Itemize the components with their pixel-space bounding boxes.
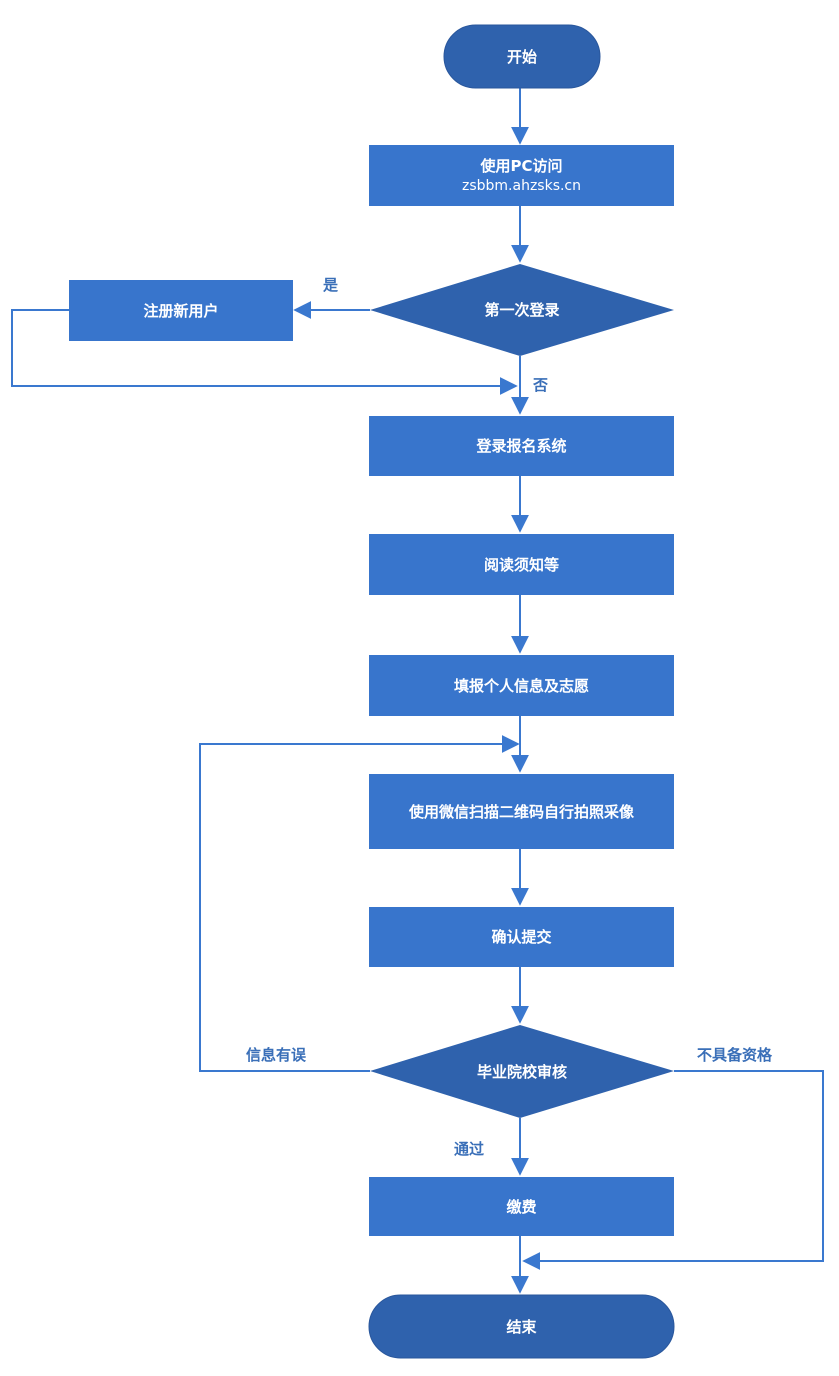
edge-review-not-qualified (522, 1070, 824, 1270)
confirm-submit-process (369, 907, 674, 967)
read-notice-process (369, 534, 674, 595)
edge-label-pass: 通过 (454, 1140, 485, 1158)
register-process (69, 280, 293, 341)
pay-fee-process (369, 1177, 674, 1236)
wechat-photo-process (369, 774, 674, 849)
edge-label-no: 否 (533, 376, 549, 394)
first-login-decision (370, 264, 674, 356)
edge-label-yes: 是 (323, 276, 339, 294)
edge-register-to-login-system (11, 309, 518, 395)
visit-process (369, 145, 674, 206)
end-terminal (368, 1294, 675, 1359)
edge-review-info-error-loop (199, 735, 520, 1072)
school-review-decision (370, 1025, 674, 1118)
edge-label-not-qualified: 不具备资格 (697, 1046, 773, 1064)
start-terminal (443, 24, 601, 89)
login-system-process (369, 416, 674, 476)
edge-label-info-error: 信息有误 (246, 1046, 307, 1064)
fill-info-process (369, 655, 674, 716)
